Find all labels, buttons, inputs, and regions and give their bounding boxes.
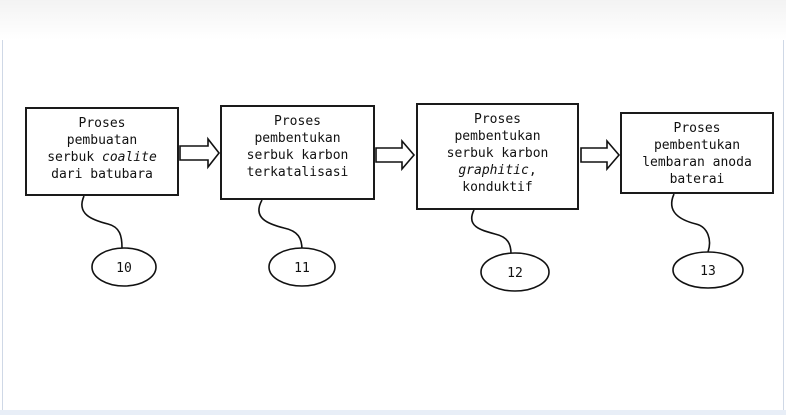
box-line: Proses [673,121,721,136]
reference-oval-10 [91,247,157,287]
box-line: Proses [274,114,321,129]
leader-line-10 [81,195,123,249]
reference-oval-12 [480,252,550,292]
block-arrow-1 [179,136,221,170]
leader-line-11 [258,199,303,251]
box-line: serbuk karbon [446,146,549,161]
block-arrow-2 [375,138,416,172]
box-line: lembaran anoda [642,155,752,170]
box-line: dari batubara [51,167,153,182]
box-line: konduktif [462,180,533,195]
box-line: pembentukan [653,138,741,153]
box-line: Proses [78,116,126,131]
reference-number-10: 10 [116,261,132,276]
box-line: pembentukan [454,129,541,144]
reference-oval-11 [268,247,336,287]
right-edge-line [783,40,784,415]
box-line-text: serbuk [47,150,102,165]
leader-line-13 [671,193,711,253]
box-line-italic: coalite [102,150,157,165]
box-line: serbuk coalite [27,149,177,166]
box-line: baterai [669,172,725,187]
reference-number-13: 13 [700,264,716,279]
bottom-strip [0,410,786,415]
box-line: pembentukan [254,131,341,146]
box-line: Proses [474,112,521,127]
block-arrow-3 [580,138,621,172]
box-line: pembuatan [66,133,138,148]
box-line-italic: graphitic [458,163,529,178]
left-edge-line [2,40,3,415]
process-box-coalite: Proses pembuatan serbuk coalite dari bat… [25,107,179,196]
leader-line-12 [470,209,512,255]
box-line: serbuk karbon [246,148,349,163]
box-line-text: , [528,163,537,178]
box-line: terkatalisasi [246,165,349,180]
reference-number-12: 12 [507,266,523,281]
reference-oval-13 [672,251,744,289]
process-box-anode-sheet: Proses pembentukan lembaran anoda batera… [620,112,774,194]
box-line: graphitic, [418,162,577,179]
reference-number-11: 11 [294,261,310,276]
process-box-catalyzed-carbon: Proses pembentukan serbuk karbon terkata… [220,105,375,200]
process-box-graphitic-carbon: Proses pembentukan serbuk karbon graphit… [416,103,579,210]
